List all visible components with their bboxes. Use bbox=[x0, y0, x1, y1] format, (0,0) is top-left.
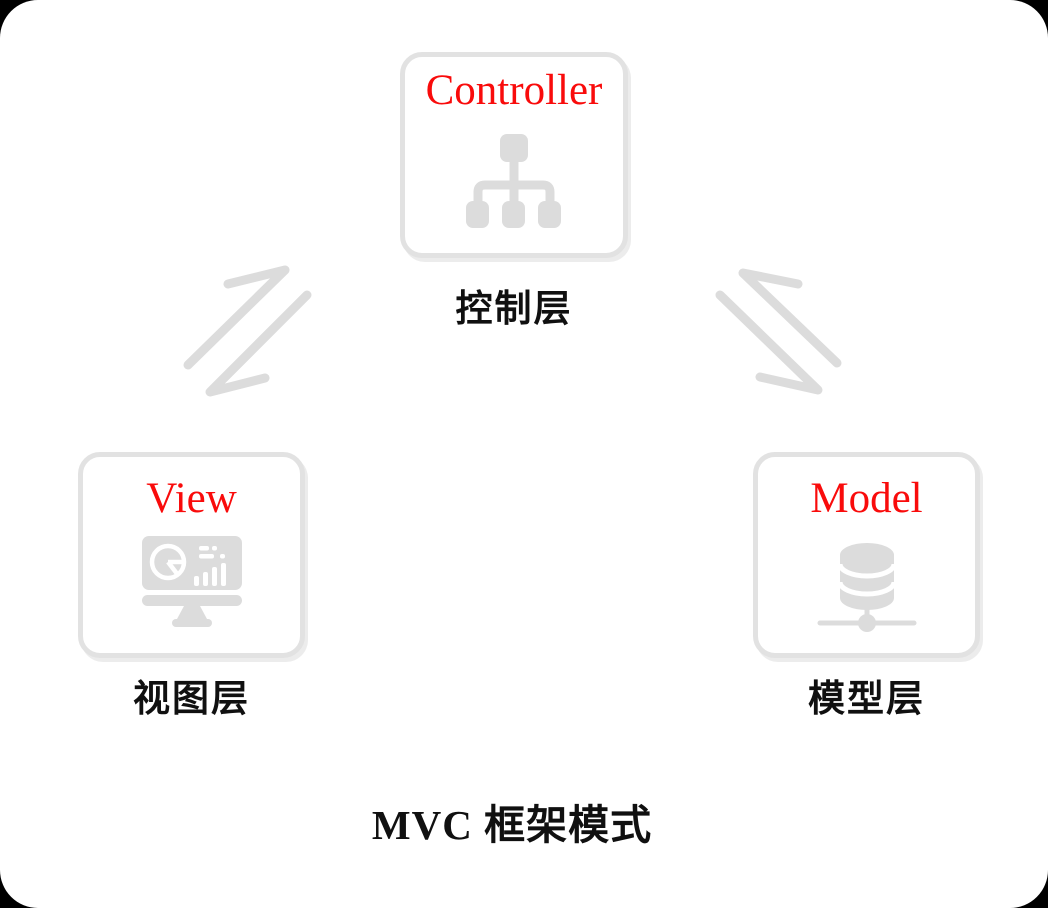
arrow-controller-to-model bbox=[715, 290, 823, 395]
controller-caption: 控制层 bbox=[455, 289, 573, 330]
model-caption: 模型层 bbox=[808, 679, 925, 720]
dashboard-monitor-icon bbox=[141, 536, 242, 627]
sitemap-icon bbox=[466, 134, 561, 228]
view-label: View bbox=[146, 475, 237, 522]
view-controller-arrows bbox=[183, 265, 312, 397]
model-node-card: Model bbox=[753, 452, 980, 658]
arrow-controller-to-view bbox=[205, 290, 312, 397]
view-caption: 视图层 bbox=[133, 679, 250, 720]
model-label: Model bbox=[810, 475, 923, 522]
database-icon bbox=[817, 543, 916, 632]
diagram-title: MVC 框架模式 bbox=[371, 802, 653, 848]
controller-label: Controller bbox=[425, 67, 603, 114]
arrow-model-to-controller bbox=[738, 268, 842, 368]
arrow-view-to-controller bbox=[183, 265, 290, 370]
view-node-card: View bbox=[78, 452, 305, 658]
controller-node-card: Controller bbox=[400, 52, 628, 258]
controller-model-arrows bbox=[715, 268, 842, 395]
